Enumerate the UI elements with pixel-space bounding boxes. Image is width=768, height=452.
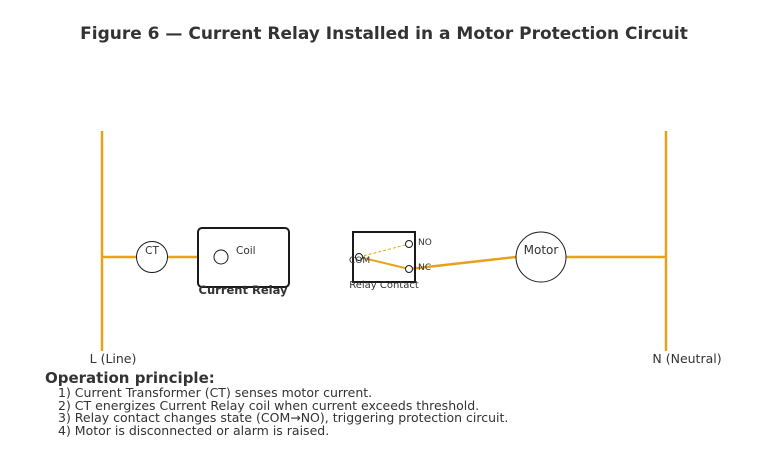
operation-step: 1) Current Transformer (CT) senses motor… — [58, 385, 373, 400]
wire-com-to-nc — [358, 256, 410, 270]
operation-steps: 1) Current Transformer (CT) senses motor… — [58, 385, 509, 439]
com-label: COM — [349, 256, 370, 266]
coil-symbol — [213, 249, 229, 265]
wire-nc-to-motor — [408, 255, 517, 271]
nc-terminal — [405, 265, 413, 273]
neutral-label: N (Neutral) — [652, 351, 721, 366]
operation-step: 3) Relay contact changes state (COM→NO),… — [58, 410, 509, 426]
wire-com-to-no-dashed — [358, 243, 410, 258]
motor-label: Motor — [524, 243, 559, 257]
figure-title: Figure 6 — Current Relay Installed in a … — [80, 24, 688, 44]
coil-label: Coil — [236, 245, 256, 257]
nc-label: NC — [418, 263, 431, 273]
line-label: L (Line) — [90, 351, 137, 366]
ct-label: CT — [145, 245, 159, 257]
operation-step: 2) CT energizes Current Relay coil when … — [58, 397, 480, 413]
ct-symbol — [136, 241, 168, 273]
motor-symbol — [515, 231, 567, 283]
relay-contact-box — [352, 231, 416, 283]
current-relay-label: Current Relay — [199, 283, 288, 297]
relay-contact-label: Relay Contact — [349, 280, 419, 291]
operation-step: 4) Motor is disconnected or alarm is rai… — [58, 423, 330, 439]
current-relay-box — [197, 227, 290, 288]
operation-heading: Operation principle: — [45, 369, 215, 387]
com-terminal — [355, 253, 363, 261]
no-terminal — [405, 240, 413, 248]
no-label: NO — [418, 238, 432, 248]
